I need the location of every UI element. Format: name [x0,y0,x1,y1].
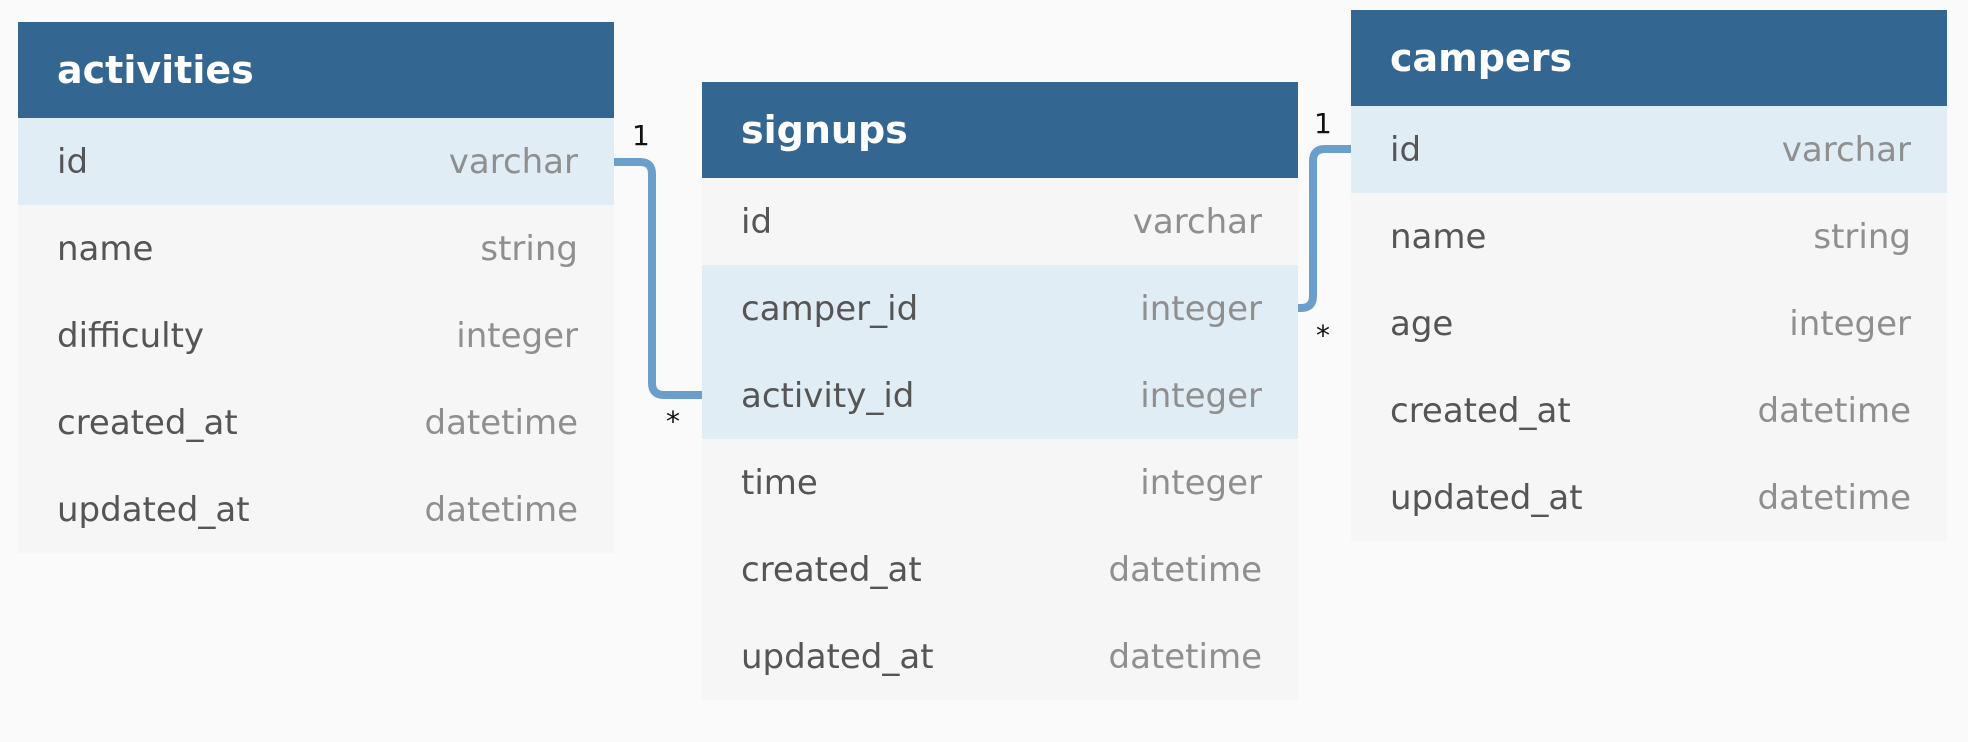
table-row[interactable]: updated_at datetime [1351,454,1947,541]
field-name: name [57,228,154,269]
table-activities[interactable]: activities id varchar name string diffic… [18,22,614,553]
field-name: id [57,141,89,182]
table-signups[interactable]: signups id varchar camper_id integer act… [702,82,1298,700]
field-type: varchar [448,141,578,182]
field-name: updated_at [741,636,934,677]
field-type: varchar [1781,129,1911,170]
connector-campers-signups [1294,145,1355,312]
table-row[interactable]: updated_at datetime [18,466,614,553]
table-row[interactable]: name string [1351,193,1947,280]
cardinality-many-signups-camper: * [1316,319,1330,352]
field-type: integer [1140,375,1262,416]
field-type: integer [456,315,578,356]
field-name: time [741,462,818,503]
field-name: created_at [57,402,238,443]
table-title[interactable]: signups [702,82,1298,178]
field-name: age [1390,303,1454,344]
table-title[interactable]: activities [18,22,614,118]
table-title[interactable]: campers [1351,10,1947,106]
field-name: created_at [1390,390,1571,431]
table-row[interactable]: id varchar [18,118,614,205]
table-row[interactable]: age integer [1351,280,1947,367]
field-type: integer [1140,462,1262,503]
table-row[interactable]: created_at datetime [702,526,1298,613]
field-type: string [1813,216,1911,257]
field-name: difficulty [57,315,205,356]
field-type: datetime [424,402,578,443]
field-type: varchar [1132,201,1262,242]
field-name: created_at [741,549,922,590]
table-row[interactable]: created_at datetime [18,379,614,466]
field-type: datetime [1757,477,1911,518]
table-campers[interactable]: campers id varchar name string age integ… [1351,10,1947,541]
field-type: string [480,228,578,269]
table-row[interactable]: time integer [702,439,1298,526]
table-row[interactable]: name string [18,205,614,292]
connector-activities-signups [610,158,706,399]
field-type: datetime [424,489,578,530]
field-name: name [1390,216,1487,257]
table-row[interactable]: difficulty integer [18,292,614,379]
field-type: datetime [1108,549,1262,590]
table-row[interactable]: id varchar [1351,106,1947,193]
field-type: integer [1140,288,1262,329]
table-row[interactable]: id varchar [702,178,1298,265]
table-row[interactable]: updated_at datetime [702,613,1298,700]
field-name: activity_id [741,375,915,416]
field-type: integer [1789,303,1911,344]
field-name: updated_at [57,489,250,530]
field-name: id [1390,129,1422,170]
cardinality-many-signups-activity: * [666,405,680,438]
field-name: camper_id [741,288,919,329]
table-row[interactable]: activity_id integer [702,352,1298,439]
field-type: datetime [1108,636,1262,677]
field-name: id [741,201,773,242]
cardinality-one-campers: 1 [1314,107,1332,140]
cardinality-one-activities: 1 [632,119,650,152]
table-row[interactable]: created_at datetime [1351,367,1947,454]
table-row[interactable]: camper_id integer [702,265,1298,352]
field-name: updated_at [1390,477,1583,518]
field-type: datetime [1757,390,1911,431]
